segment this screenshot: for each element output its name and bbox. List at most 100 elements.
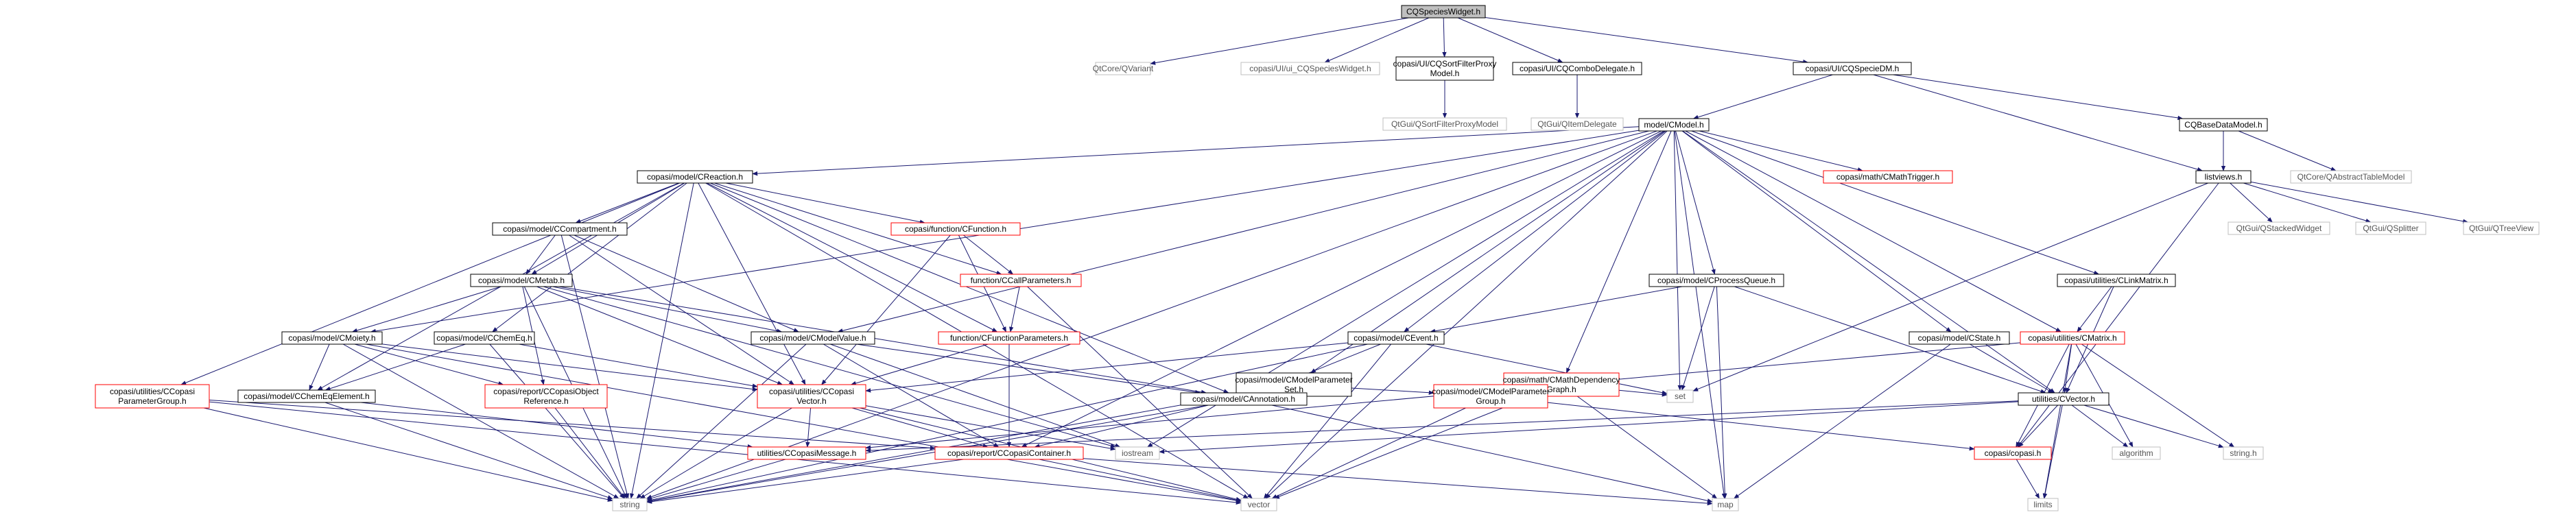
node-label: copasi/model/CModelParameter: [1235, 375, 1352, 385]
node-qabstract[interactable]: QtCore/QAbstractTableModel: [2290, 170, 2412, 184]
node-cevent[interactable]: copasi/model/CEvent.h: [1347, 331, 1445, 345]
node-ccompartment[interactable]: copasi/model/CCompartment.h: [492, 222, 628, 236]
edge-cmodel-to-cmathtrigger: [1699, 130, 1863, 172]
node-label: map: [1717, 500, 1734, 509]
node-label: copasi/model/CChemEqElement.h: [244, 391, 369, 401]
node-label: ParameterGroup.h: [118, 396, 186, 406]
node-qtreeview[interactable]: QtGui/QTreeView: [2463, 221, 2540, 235]
edge-root-to-sfpm: [1442, 17, 1447, 58]
node-map[interactable]: map: [1712, 498, 1739, 511]
node-iostream[interactable]: iostream: [1115, 446, 1160, 460]
node-ccallparams[interactable]: function/CCallParameters.h: [960, 274, 1082, 287]
node-limits[interactable]: limits: [2027, 498, 2059, 511]
node-cchemeqelem[interactable]: copasi/model/CChemEqElement.h: [237, 389, 376, 403]
node-stringh[interactable]: string.h: [2223, 446, 2264, 460]
node-box: [434, 331, 535, 345]
node-cstate[interactable]: copasi/model/CState.h: [1909, 331, 2010, 345]
edge-cmodel-to-set: [1673, 130, 1682, 391]
node-ui[interactable]: copasi/UI/ui_CQSpeciesWidget.h: [1240, 62, 1380, 75]
node-copasih[interactable]: copasi/copasi.h: [1974, 446, 2052, 460]
node-box: [2228, 221, 2330, 235]
edge-utilcvector-to-copasih: [2018, 405, 2058, 448]
node-box: [2463, 221, 2540, 235]
node-box: [484, 384, 608, 409]
node-cmathtrigger[interactable]: copasi/math/CMathTrigger.h: [1823, 170, 1953, 184]
node-listviews[interactable]: listviews.h: [2195, 170, 2252, 184]
node-cmodelvalue[interactable]: copasi/model/CModelValue.h: [751, 331, 875, 345]
edge-creaction-to-cvector: [698, 182, 806, 385]
node-cmoiety[interactable]: copasi/model/CMoiety.h: [281, 331, 383, 345]
node-box: [1638, 118, 1710, 132]
node-speciedm[interactable]: copasi/UI/CQSpecieDM.h: [1793, 62, 1912, 75]
edge-creaction-to-ccallparams: [714, 182, 1002, 275]
edge-ccopasimessage-to-string: [646, 459, 786, 500]
node-box: [2179, 118, 2268, 132]
node-string[interactable]: string: [612, 498, 648, 511]
node-label: vector: [1248, 500, 1271, 509]
node-cmatrix[interactable]: copasi/utilities/CMatrix.h: [2020, 331, 2125, 345]
node-label: copasi/UI/CQSortFilterProxy: [1393, 59, 1497, 69]
node-label: copasi/report/CCopasiObject: [493, 387, 599, 396]
node-algorithm[interactable]: algorithm: [2112, 446, 2161, 460]
node-clinkmatrix[interactable]: copasi/utilities/CLinkMatrix.h: [2057, 274, 2176, 287]
node-root[interactable]: CQSpeciesWidget.h: [1401, 5, 1486, 19]
node-qsplitter[interactable]: QtGui/QSplitter: [2355, 221, 2426, 235]
node-set[interactable]: set: [1666, 389, 1694, 403]
node-label: listviews.h: [2205, 172, 2243, 182]
edge-utilcvector-to-algorithm: [2071, 405, 2129, 448]
node-label: copasi/math/CMathDependency: [1503, 375, 1620, 385]
node-label: copasi/UI/ui_CQSpeciesWidget.h: [1249, 64, 1371, 73]
node-label: QtCore/QAbstractTableModel: [2297, 172, 2405, 182]
node-cmodel[interactable]: model/CModel.h: [1638, 118, 1710, 132]
edge-creaction-to-cfunction: [725, 182, 925, 224]
edge-ccompartment-to-cmetab: [525, 234, 556, 275]
node-cannotation[interactable]: copasi/model/CAnnotation.h: [1180, 392, 1308, 406]
node-cchemeq[interactable]: copasi/model/CChemEq.h: [434, 331, 535, 345]
node-utilcvector[interactable]: utilities/CVector.h: [2018, 392, 2110, 406]
edge-listviews-to-copasih: [2017, 182, 2219, 448]
include-edges: [180, 17, 2469, 506]
node-cqbase[interactable]: CQBaseDataModel.h: [2179, 118, 2268, 132]
node-label: copasi/UI/CQSpecieDM.h: [1806, 64, 1900, 73]
node-label: CQSpeciesWidget.h: [1406, 7, 1480, 16]
edge-cmodelvalue-to-cannotation: [856, 343, 1201, 395]
node-qsfpm[interactable]: QtGui/QSortFilterProxyModel: [1382, 117, 1507, 131]
node-cprocessqueue[interactable]: copasi/model/CProcessQueue.h: [1649, 274, 1784, 287]
node-label: copasi/report/CCopasiContainer.h: [947, 448, 1071, 458]
edge-cmetab-to-cvector: [536, 286, 783, 385]
node-label: copasi/utilities/CMatrix.h: [2028, 333, 2116, 343]
node-creaction[interactable]: copasi/model/CReaction.h: [637, 170, 753, 184]
node-qvariant[interactable]: QtCore/QVariant: [1093, 62, 1154, 75]
node-cfunction[interactable]: copasi/function/CFunction.h: [890, 222, 1021, 236]
node-label: copasi/model/CMoiety.h: [288, 333, 375, 343]
node-vector[interactable]: vector: [1240, 498, 1277, 511]
node-qstacked[interactable]: QtGui/QStackedWidget: [2228, 221, 2330, 235]
edge-cmatrix-to-stringh: [2081, 343, 2235, 448]
node-cfuncparams[interactable]: function/CFunctionParameters.h: [938, 331, 1080, 345]
node-box: [492, 222, 628, 236]
edge-cmoiety-to-cobjref: [354, 343, 504, 386]
node-label: copasi/utilities/CCopasi: [110, 387, 195, 396]
node-label: Reference.h: [523, 396, 568, 406]
node-combo[interactable]: copasi/UI/CQComboDelegate.h: [1512, 62, 1642, 75]
node-label: copasi/math/CMathTrigger.h: [1836, 172, 1939, 182]
node-box: [281, 331, 383, 345]
node-ccopasicontainer[interactable]: copasi/report/CCopasiContainer.h: [934, 446, 1084, 460]
node-ccopasimessage[interactable]: utilities/CCopasiMessage.h: [747, 446, 866, 460]
edge-cfunction-to-cvector: [821, 234, 951, 385]
edge-listviews-to-qsplitter: [2243, 182, 2372, 223]
edge-cmodel-to-cmodelvalue: [837, 130, 1649, 333]
node-qitemdel[interactable]: QtGui/QItemDelegate: [1531, 117, 1624, 131]
node-box: [1666, 389, 1694, 403]
edge-cmodel-to-cevent: [1404, 130, 1666, 333]
node-cmetab[interactable]: copasi/model/CMetab.h: [470, 274, 573, 287]
edge-cmodelvalue-to-string: [636, 343, 807, 499]
node-box: [1347, 331, 1445, 345]
edge-cparamgroup-to-string: [203, 407, 613, 502]
